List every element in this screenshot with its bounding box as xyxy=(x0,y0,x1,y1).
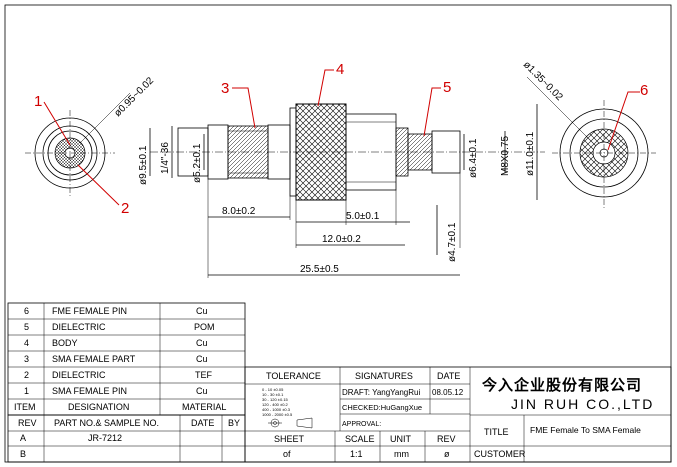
date-header: DATE xyxy=(437,371,460,381)
rev-value: ø xyxy=(444,449,450,459)
bom-item: 3 xyxy=(24,354,29,364)
rev-a: A xyxy=(20,433,26,443)
customer-header: CUSTOMER xyxy=(474,449,526,459)
callout-3: 3 xyxy=(221,80,256,129)
callout-6: 6 xyxy=(607,82,648,151)
svg-text:3: 3 xyxy=(221,80,229,97)
dim-5: 5.0±0.1 xyxy=(346,211,380,222)
unit-header: UNIT xyxy=(390,434,411,444)
title-value: FME Female To SMA Female xyxy=(530,425,641,435)
bom-designation: SMA FEMALE PART xyxy=(52,354,136,364)
by-header: BY xyxy=(228,418,240,428)
company-name-cn: 今入企业股份有限公司 xyxy=(481,376,642,394)
bom-item: 5 xyxy=(24,322,29,332)
projection-symbol xyxy=(268,417,313,429)
bom-table: 6 FME FEMALE PIN Cu 5 DIELECTRIC POM 4 B… xyxy=(7,302,246,416)
svg-text:1: 1 xyxy=(34,93,42,110)
dim-thread-right: M8X0.75 xyxy=(500,136,511,176)
unit-value: mm xyxy=(394,449,409,459)
date-header: DATE xyxy=(191,418,214,428)
bom-header-designation: DESIGNATION xyxy=(68,402,129,412)
draft-date: 08.05.12 xyxy=(432,388,464,397)
bom-item: 6 xyxy=(24,306,29,316)
svg-text:1000 - 2000 ±0.5: 1000 - 2000 ±0.5 xyxy=(262,412,293,417)
dim-9-5: ø9.5±0.1 xyxy=(138,145,149,185)
svg-text:0 - 10 ±0.05: 0 - 10 ±0.05 xyxy=(262,387,284,392)
signatures-header: SIGNATURES xyxy=(355,371,413,381)
dim-thread-left: 1/4"-36 xyxy=(160,142,171,174)
dim-25-5: 25.5±0.5 xyxy=(300,264,339,275)
bom-designation: DIELECTRIC xyxy=(52,370,106,380)
approval: APPROVAL: xyxy=(342,421,381,428)
dim-8: 8.0±0.2 xyxy=(222,206,256,217)
bom-designation: DIELECTRIC xyxy=(52,322,106,332)
sheet-value: of xyxy=(283,449,291,459)
dim-11: ø11.0±0.1 xyxy=(525,131,536,176)
svg-text:2: 2 xyxy=(121,200,129,217)
bom-designation: BODY xyxy=(52,338,78,348)
scale-value: 1:1 xyxy=(350,449,363,459)
svg-text:5: 5 xyxy=(443,79,451,96)
callout-5: 5 xyxy=(423,79,451,137)
dim-6-4: ø6.4±0.1 xyxy=(468,138,479,178)
sheet-header: SHEET xyxy=(274,434,305,444)
bom-item: 1 xyxy=(24,386,29,396)
callout-2: 2 xyxy=(77,164,129,217)
svg-text:120 - 400 ±0.2: 120 - 400 ±0.2 xyxy=(262,402,289,407)
svg-text:400 - 1000 ±0.3: 400 - 1000 ±0.3 xyxy=(262,407,291,412)
bom-material: Cu xyxy=(196,306,208,316)
right-end-view: ø1.35~0.02 xyxy=(521,59,656,210)
bom-material: Cu xyxy=(196,386,208,396)
bom-item: 4 xyxy=(24,338,29,348)
bom-material: TEF xyxy=(195,370,213,380)
svg-text:4: 4 xyxy=(336,61,344,78)
callout-1: 1 xyxy=(34,93,71,146)
revision-table: REV PART NO.& SAMPLE NO. DATE BY A JR-72… xyxy=(7,414,246,463)
side-view xyxy=(150,103,545,201)
tolerance-table: 0 - 10 ±0.05 10 - 30 ±0.1 30 - 120 ±0.15… xyxy=(262,387,293,417)
dim-4-7: ø4.7±0.1 xyxy=(447,222,458,262)
dim-12: 12.0±0.2 xyxy=(322,234,361,245)
bom-item: 2 xyxy=(24,370,29,380)
title-block: TOLERANCE 0 - 10 ±0.05 10 - 30 ±0.1 30 -… xyxy=(244,366,672,463)
bom-designation: FME FEMALE PIN xyxy=(52,306,127,316)
side-dimensions: ø9.5±0.1 1/4"-36 ø5.2±0.1 8.0±0.2 5.0±0.… xyxy=(138,104,538,278)
callout-4: 4 xyxy=(317,61,344,107)
part-no-header: PART NO.& SAMPLE NO. xyxy=(54,418,159,428)
svg-text:6: 6 xyxy=(640,82,648,99)
company-name-en: JIN RUH CO.,LTD xyxy=(511,396,654,412)
checked-signature: CHECKED:HuGangXue xyxy=(342,403,422,412)
bom-material: Cu xyxy=(196,354,208,364)
rev-header: REV xyxy=(18,418,37,428)
title-header: TITLE xyxy=(484,427,509,437)
rev-b: B xyxy=(20,449,26,459)
part-no-a: JR-7212 xyxy=(88,433,122,443)
dim-5-2: ø5.2±0.1 xyxy=(192,143,203,183)
rev-header: REV xyxy=(437,434,456,444)
svg-text:30 - 120 ±0.15: 30 - 120 ±0.15 xyxy=(262,397,289,402)
left-diameter-label: ø0.95~0.02 xyxy=(112,75,156,119)
bom-material: POM xyxy=(194,322,215,332)
svg-text:10 - 30 ±0.1: 10 - 30 ±0.1 xyxy=(262,392,284,397)
scale-header: SCALE xyxy=(345,434,375,444)
tolerance-header: TOLERANCE xyxy=(266,371,321,381)
bom-material: Cu xyxy=(196,338,208,348)
bom-designation: SMA FEMALE PIN xyxy=(52,386,127,396)
bom-header-material: MATERIAL xyxy=(182,402,226,412)
bom-header-item: ITEM xyxy=(14,402,36,412)
right-diameter-label: ø1.35~0.02 xyxy=(521,59,565,103)
draft-signature: DRAFT: YangYangRui xyxy=(342,388,420,397)
